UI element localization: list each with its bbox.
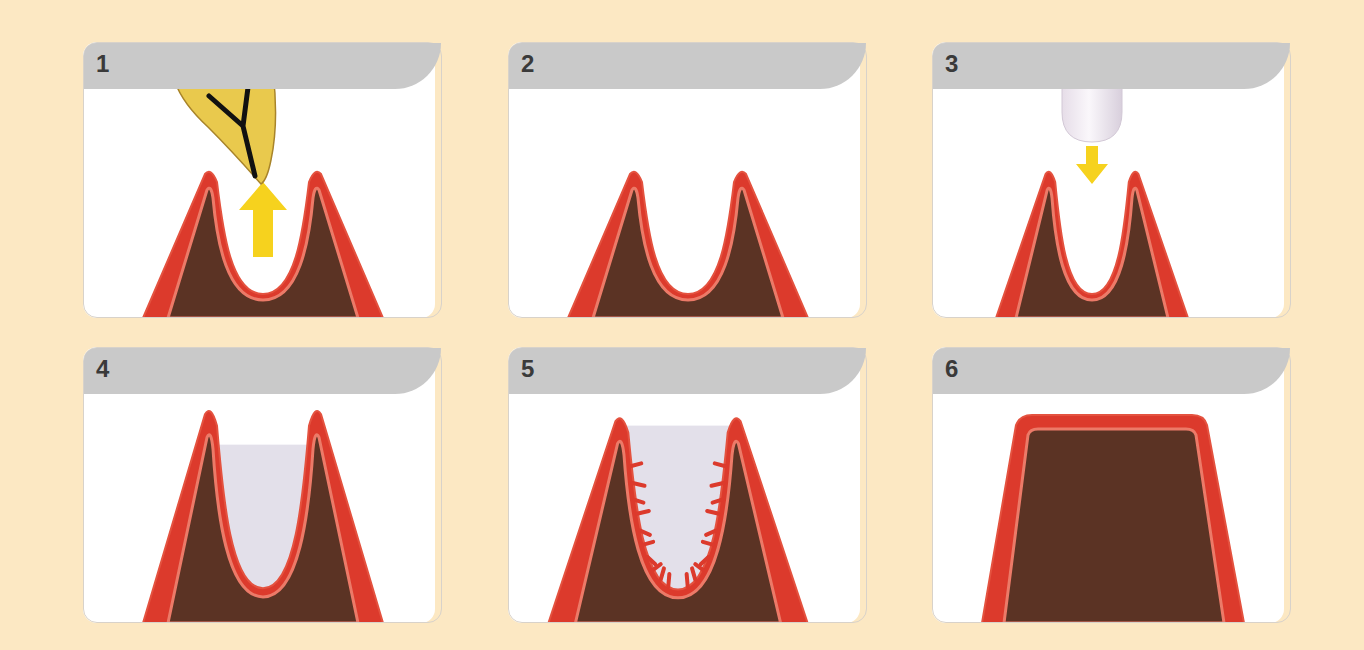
step-number: 3 — [933, 43, 1290, 89]
step-panel: 5 — [508, 347, 867, 623]
tissue-ingrowth — [630, 463, 669, 586]
step-number: 4 — [84, 348, 441, 394]
up-arrow — [239, 182, 287, 257]
gum-and-bone — [143, 411, 383, 623]
healed-bone — [1004, 429, 1224, 623]
step-panel: 3 — [932, 42, 1291, 318]
gum-and-bone — [548, 418, 807, 623]
tissue-ingrowth — [687, 463, 726, 586]
step-panel: 4 — [83, 347, 442, 623]
step-panel: 2 — [508, 42, 867, 318]
step-number: 5 — [509, 348, 866, 394]
step-panel: 6 — [932, 347, 1291, 623]
step-number: 1 — [84, 43, 441, 89]
gum-and-bone — [143, 172, 383, 318]
step-number: 2 — [509, 43, 866, 89]
down-arrow — [1076, 146, 1108, 184]
gum-and-bone — [996, 172, 1188, 318]
step-panel: 1 — [83, 42, 442, 318]
step-number: 6 — [933, 348, 1290, 394]
healed-gum — [982, 415, 1244, 623]
gum-and-bone — [568, 172, 808, 318]
